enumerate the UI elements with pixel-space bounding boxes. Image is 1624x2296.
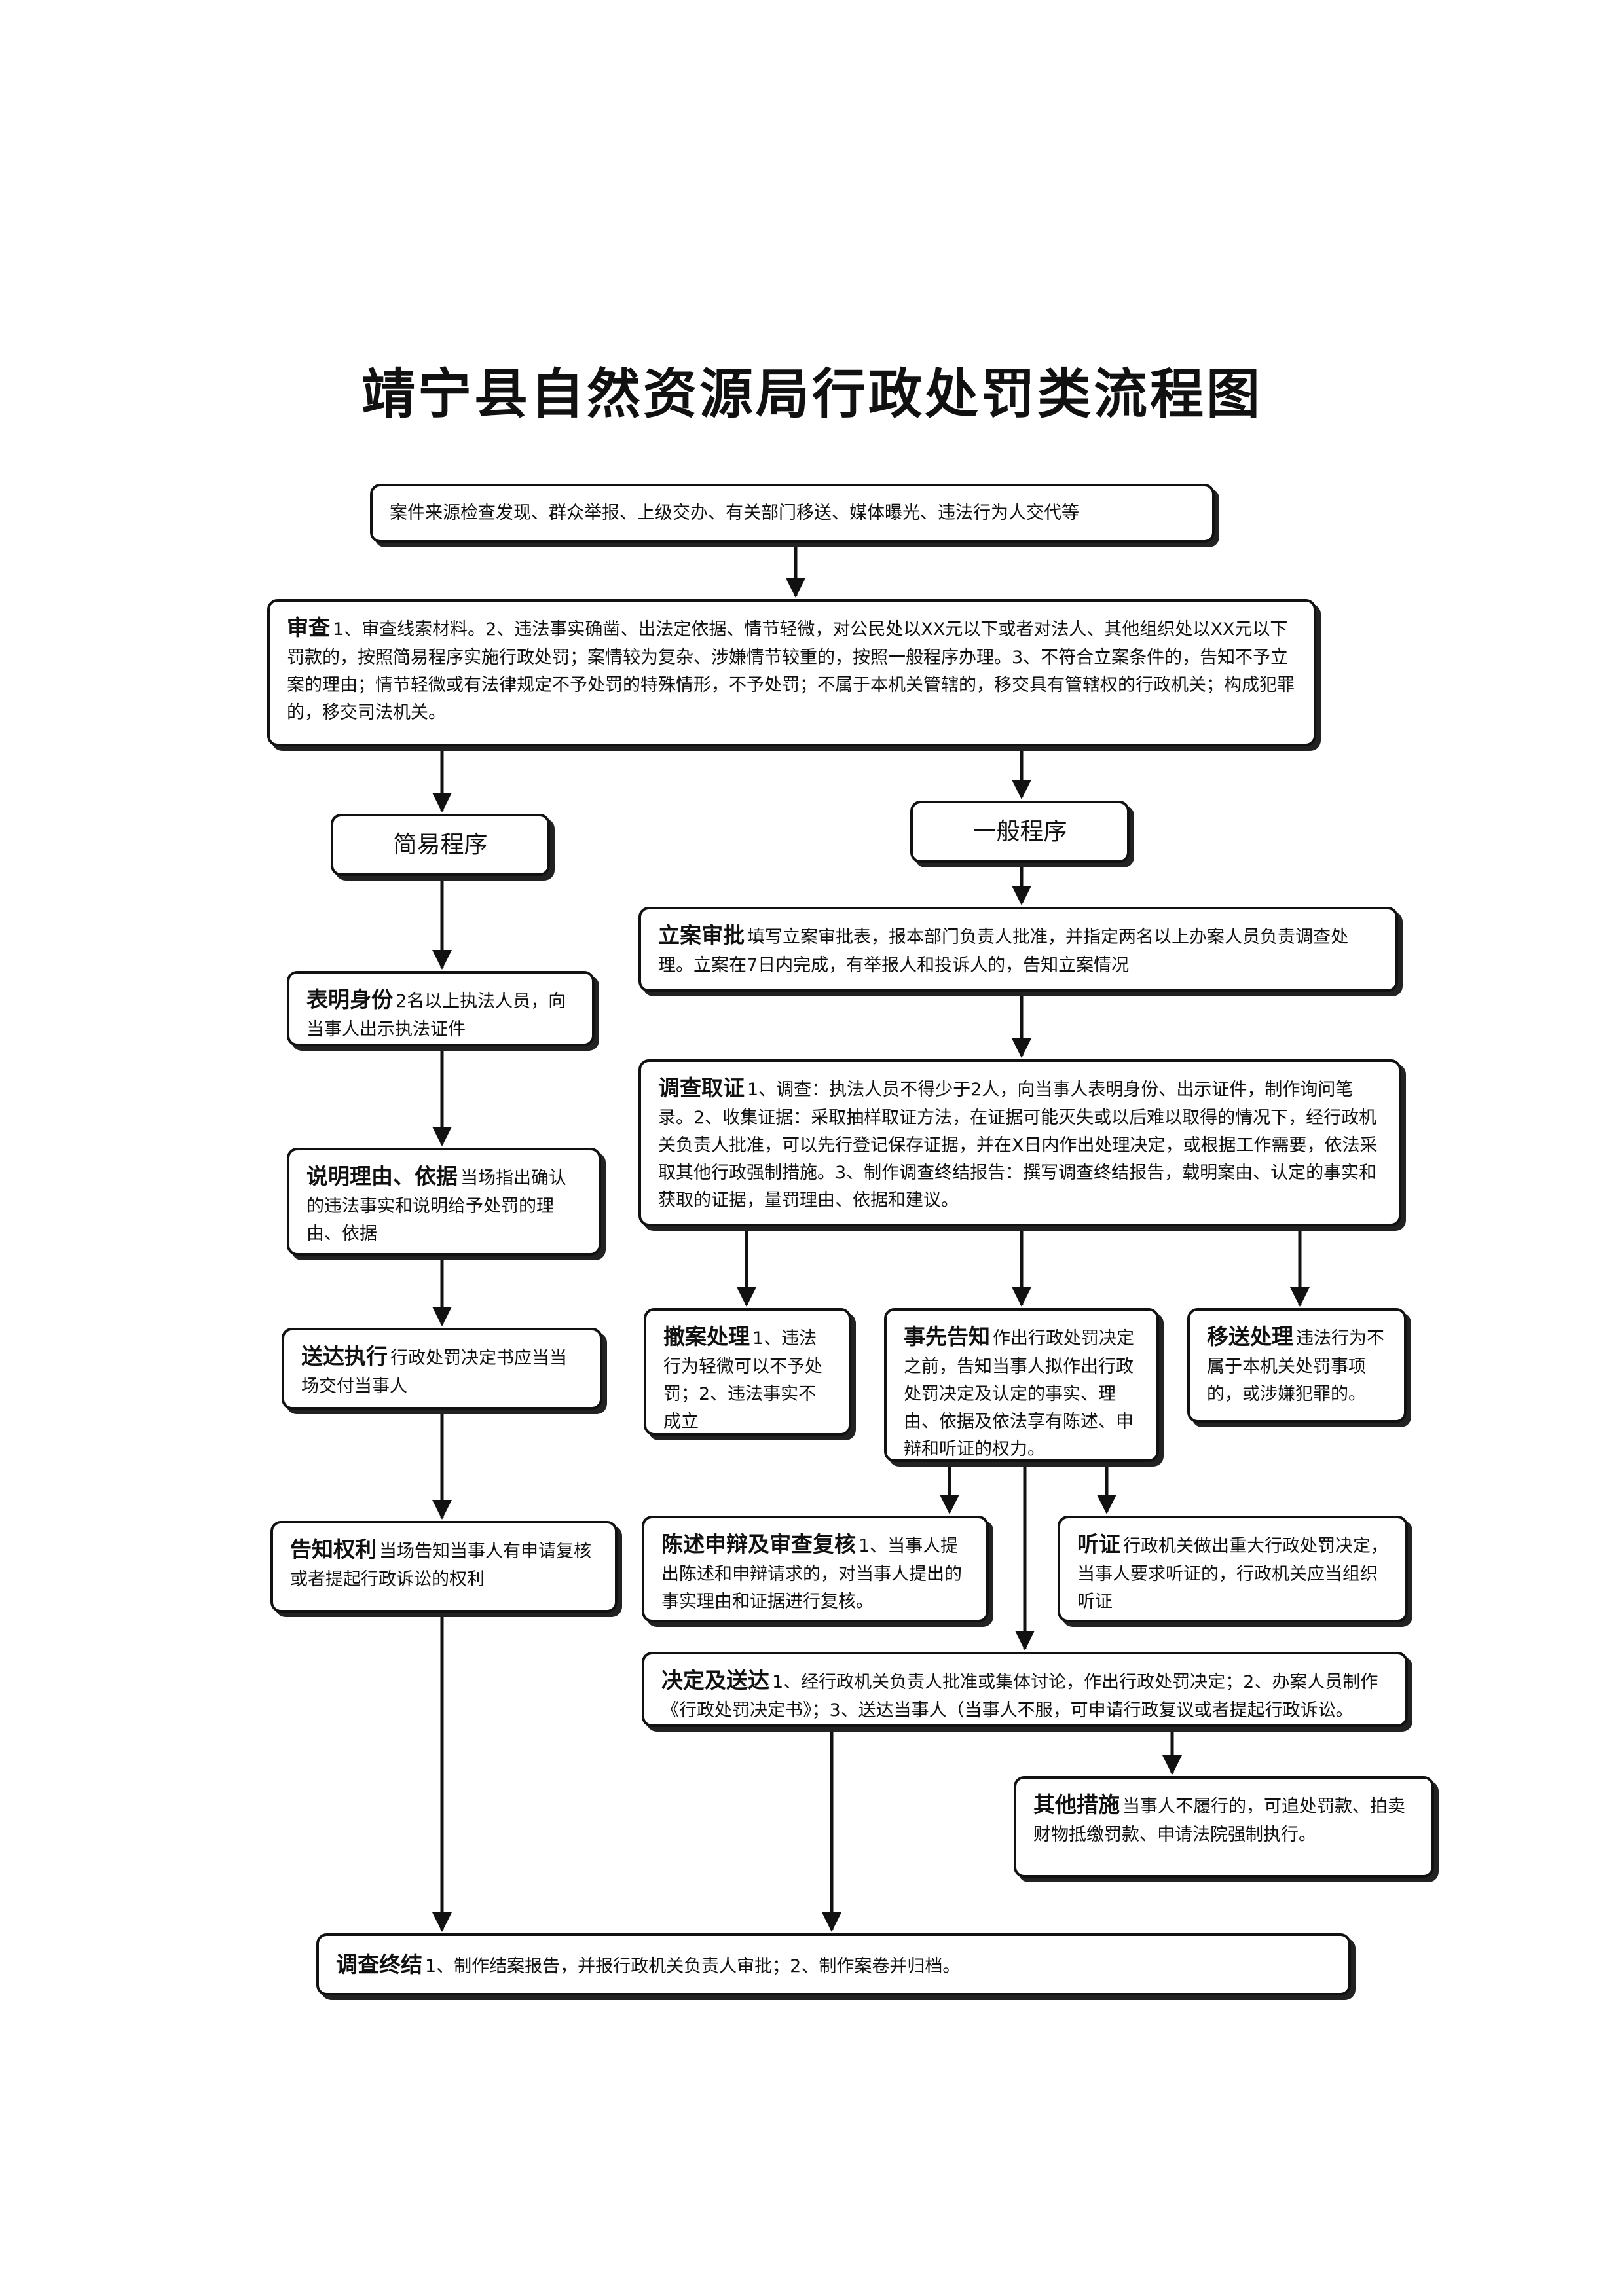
node-general-text: 一般程序 — [972, 818, 1067, 845]
node-prior-notice: 事先告知作出行政处罚决定之前，告知当事人拟作出行政处罚决定及认定的事实、理由、依… — [884, 1308, 1159, 1462]
node-other-head: 其他措施 — [1033, 1792, 1120, 1817]
node-withdraw-text: 1、违法行为轻微可以不予处罚；2、违法事实不成立 — [663, 1328, 822, 1432]
node-other: 其他措施当事人不履行的，可追处罚款、拍卖财物抵缴罚款、申请法院强制执行。 — [1014, 1776, 1434, 1878]
node-withdraw-head: 撤案处理 — [663, 1324, 750, 1349]
node-hearing-head: 听证 — [1077, 1531, 1120, 1557]
node-statement-text: 1、当事人提出陈述和申辩请求的，对当事人提出的事实理由和证据进行复核。 — [661, 1536, 962, 1612]
node-conclude-head: 调查终结 — [336, 1951, 422, 1977]
node-identity-head: 表明身份 — [306, 987, 393, 1012]
node-explain: 说明理由、依据当场指出确认的违法事实和说明给予处罚的理由、依据 — [287, 1148, 601, 1256]
node-explain-text: 当场指出确认的违法事实和说明给予处罚的理由、依据 — [306, 1168, 566, 1244]
node-notify-rights-text: 当场告知当事人有申请复核或者提起行政诉讼的权利 — [290, 1541, 591, 1590]
node-transfer-head: 移送处理 — [1207, 1324, 1293, 1349]
node-transfer: 移送处理违法行为不属于本机关处罚事项的，或涉嫌犯罪的。 — [1187, 1308, 1407, 1423]
node-general: 一般程序 — [910, 801, 1130, 863]
node-prior-notice-head: 事先告知 — [904, 1324, 990, 1349]
node-simple-text: 简易程序 — [393, 831, 488, 858]
node-notify-rights: 告知权利当场告知当事人有申请复核或者提起行政诉讼的权利 — [270, 1521, 618, 1613]
node-filing-head: 立案审批 — [658, 922, 745, 948]
node-filing: 立案审批填写立案审批表，报本部门负责人批准，并指定两名以上办案人员负责调查处理。… — [638, 907, 1398, 992]
node-simple: 简易程序 — [331, 814, 550, 876]
node-transfer-text: 违法行为不属于本机关处罚事项的，或涉嫌犯罪的。 — [1207, 1328, 1384, 1404]
node-source: 案件来源检查发现、群众举报、上级交办、有关部门移送、媒体曝光、违法行为人交代等 — [370, 484, 1215, 543]
node-notify-rights-head: 告知权利 — [290, 1537, 377, 1562]
node-other-text: 当事人不履行的，可追处罚款、拍卖财物抵缴罚款、申请法院强制执行。 — [1033, 1796, 1405, 1846]
node-explain-head: 说明理由、依据 — [306, 1163, 458, 1189]
page-title: 靖宁县自然资源局行政处罚类流程图 — [361, 363, 1263, 426]
node-decision-text: 1、经行政机关负责人批准或集体讨论，作出行政处罚决定；2、办案人员制作《行政处罚… — [661, 1672, 1378, 1721]
node-review-head: 审查 — [287, 615, 330, 640]
node-prior-notice-text: 作出行政处罚决定之前，告知当事人拟作出行政处罚决定及认定的事实、理由、依据及依法… — [904, 1328, 1134, 1459]
node-deliver-exec-text: 行政处罚决定书应当当场交付当事人 — [301, 1348, 567, 1397]
node-investigate-head: 调查取证 — [658, 1075, 745, 1101]
node-review-text: 1、审查线索材料。2、违法事实确凿、出法定依据、情节轻微，对公民处以XX元以下或… — [287, 619, 1295, 723]
node-source-text: 案件来源检查发现、群众举报、上级交办、有关部门移送、媒体曝光、违法行为人交代等 — [390, 503, 1079, 524]
node-investigate-text: 1、调查：执法人员不得少于2人，向当事人表明身份、出示证件，制作询问笔录。2、收… — [658, 1080, 1378, 1211]
node-hearing-text: 行政机关做出重大行政处罚决定，当事人要求听证的，行政机关应当组织听证 — [1077, 1536, 1388, 1612]
node-identity-text: 2名以上执法人员，向当事人出示执法证件 — [306, 991, 566, 1040]
node-decision-head: 决定及送达 — [661, 1667, 769, 1693]
node-deliver-exec: 送达执行行政处罚决定书应当当场交付当事人 — [282, 1328, 602, 1410]
node-conclude-text: 1、制作结案报告，并报行政机关负责人审批；2、制作案卷并归档。 — [425, 1956, 961, 1977]
node-hearing: 听证行政机关做出重大行政处罚决定，当事人要求听证的，行政机关应当组织听证 — [1058, 1516, 1408, 1622]
node-filing-text: 填写立案审批表，报本部门负责人批准，并指定两名以上办案人员负责调查处理。立案在7… — [658, 927, 1348, 976]
node-statement-head: 陈述申辩及审查复核 — [661, 1531, 856, 1557]
node-deliver-exec-head: 送达执行 — [301, 1343, 388, 1369]
